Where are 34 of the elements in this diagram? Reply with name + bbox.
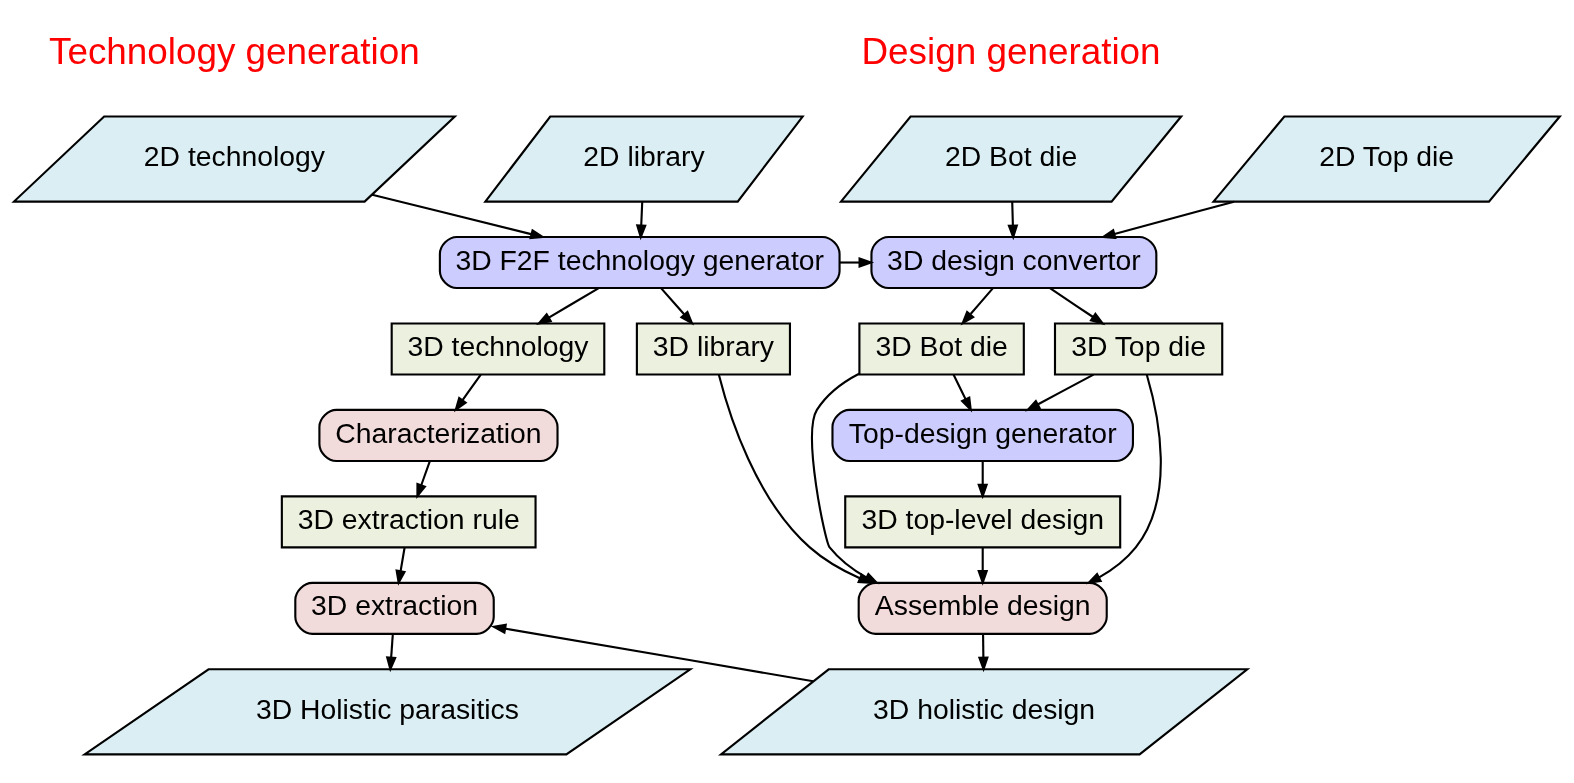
node-box: 3D F2F technology generator xyxy=(438,235,841,290)
arrow xyxy=(635,201,647,241)
node-box: Assemble design xyxy=(857,581,1108,635)
node-box: 3D library xyxy=(635,322,792,376)
node-box: 3D Top die xyxy=(1053,322,1224,376)
label: Technology generation xyxy=(48,30,420,72)
arrow xyxy=(1085,374,1162,585)
arrow xyxy=(1100,200,1235,240)
arrow xyxy=(960,287,994,326)
node-box: Characterization xyxy=(318,408,559,462)
arrow xyxy=(536,287,600,326)
label: Design generation xyxy=(861,30,1161,72)
arrow xyxy=(395,547,407,586)
node-box: 3D technology xyxy=(390,322,606,376)
arrow xyxy=(453,373,482,413)
node-box: 3D top-level design xyxy=(844,495,1122,549)
arrow xyxy=(952,374,973,413)
arrow xyxy=(416,460,431,500)
arrow xyxy=(660,287,695,326)
arrow xyxy=(1007,201,1019,241)
arrow xyxy=(977,547,989,586)
arrow xyxy=(1049,287,1106,326)
arrow xyxy=(977,634,989,673)
node-box: 3D extraction xyxy=(294,581,495,635)
node-box: 3D design convertor xyxy=(870,235,1158,290)
arrow xyxy=(371,193,546,240)
node-box: Top-design generator xyxy=(831,408,1134,462)
arrow xyxy=(490,623,814,683)
arrow xyxy=(1024,373,1095,412)
arrow xyxy=(385,634,397,673)
node-box: 3D extraction rule xyxy=(280,495,537,549)
node-box: 3D Bot die xyxy=(858,322,1025,376)
arrow xyxy=(977,461,989,500)
arrow xyxy=(839,257,875,268)
